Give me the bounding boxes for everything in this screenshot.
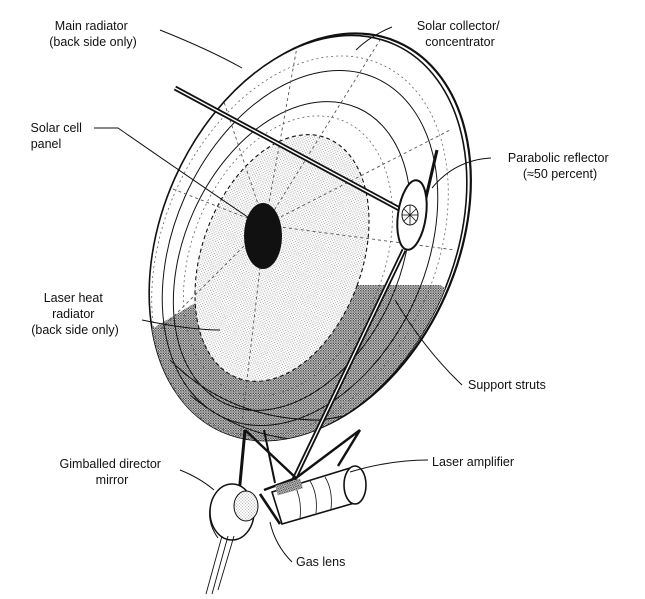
solar-collector-dish [88,0,531,491]
label-parabolic-reflector: Parabolic reflector (≈50 percent) [508,151,612,181]
label-gimballed-director-mirror: Gimballed director mirror [60,457,165,487]
laser-amplifier [272,466,366,524]
label-solar-cell-panel: Solar cell panel [31,121,86,151]
label-solar-collector: Solar collector/ concentrator [417,19,503,49]
label-main-radiator: Main radiator (back side only) [49,19,137,49]
solar-cell-panel [244,203,282,269]
label-support-struts: Support struts [468,378,546,392]
label-laser-heat-radiator: Laser heat radiator (back side only) [31,291,119,337]
label-gas-lens: Gas lens [296,555,345,569]
label-laser-amplifier: Laser amplifier [432,455,514,469]
laser-beam [206,536,234,594]
gimballed-director-mirror [210,484,280,540]
